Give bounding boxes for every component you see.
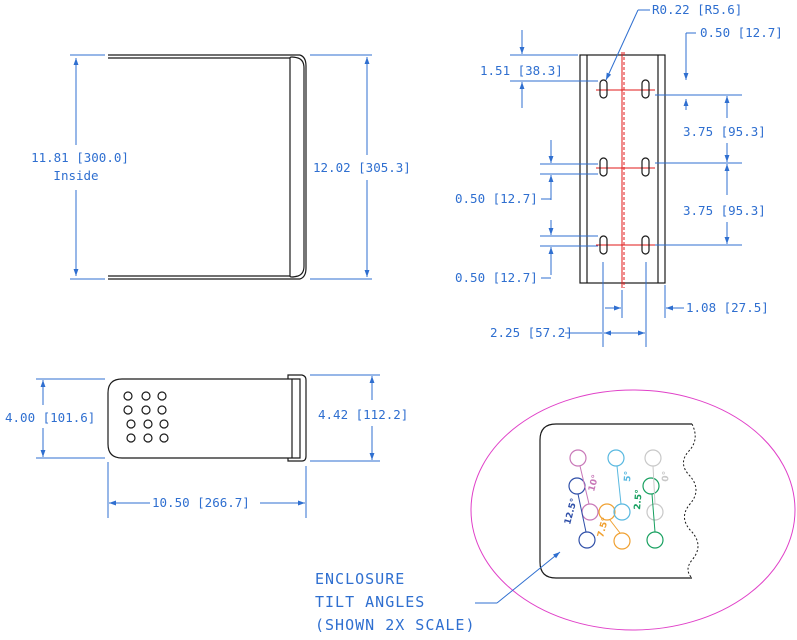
hole-2-5-bottom: [646, 531, 664, 549]
spacing-2-label: 3.75 [95.3]: [683, 203, 766, 218]
slot: [641, 157, 650, 177]
hole-7-5-bottom: [613, 532, 631, 550]
angle-0-label: 0°: [661, 471, 672, 483]
inside-height-label: 11.81 [300.0]: [31, 150, 129, 165]
angle-5-label: 5°: [623, 471, 634, 483]
angle-2-5-label: 2.5°: [633, 489, 645, 510]
slot: [599, 157, 608, 177]
slot-spacing-label: 2.25 [57.2]: [490, 325, 573, 340]
top-length-dimension: 10.50 [266.7]: [107, 462, 307, 518]
inside-note-label: Inside: [53, 168, 98, 183]
hole-5-bottom: [613, 503, 631, 521]
slot-spacing-horizontal-dimension: 2.25 [57.2]: [490, 262, 647, 347]
hole-0-top: [644, 449, 662, 467]
slot: [641, 235, 650, 255]
slot-radius-callout: R0.22 [R5.6]: [605, 2, 742, 81]
mounting-slots: [599, 79, 650, 255]
vent-hole: [159, 419, 169, 429]
hole-2-5-top: [642, 477, 660, 495]
vent-hole: [143, 419, 153, 429]
detail-bracket-outline: [539, 423, 692, 579]
vent-hole: [159, 433, 169, 443]
edge-offset-dimension: 1.08 [27.5]: [605, 285, 769, 318]
vent-hole: [157, 405, 167, 415]
centerlines: [596, 52, 655, 288]
top-view-outline: [107, 374, 307, 462]
top-left-offset-dimension: 1.51 [38.3]: [480, 30, 598, 108]
outside-height-dimension: 12.02 [305.3]: [310, 54, 411, 280]
angle-7-5-label: 7.5°: [596, 516, 611, 538]
hole-0-bottom: [646, 503, 664, 521]
vent-hole: [123, 391, 133, 401]
top-length-label: 10.50 [266.7]: [152, 495, 250, 510]
vent-hole: [126, 433, 136, 443]
top-left-height-dimension: 4.00 [101.6]: [5, 378, 105, 459]
inside-height-dimension: 11.81 [300.0] Inside: [31, 54, 129, 280]
top-right-height-dimension: 4.42 [112.2]: [310, 374, 408, 462]
vent-hole: [141, 405, 151, 415]
slot: [599, 79, 608, 99]
slot-length-2-label: 0.50 [12.7]: [455, 270, 538, 285]
vent-holes: [123, 391, 169, 443]
slot: [641, 79, 650, 99]
hole-10-bottom: [581, 503, 599, 521]
spacing-1-label: 3.75 [95.3]: [683, 124, 766, 139]
top-left-height-label: 4.00 [101.6]: [5, 410, 95, 425]
top-offset-right-label: 0.50 [12.7]: [700, 25, 783, 40]
outside-height-label: 12.02 [305.3]: [313, 160, 411, 175]
detail-label-line2: TILT ANGLES: [315, 593, 425, 611]
slot-radius-label: R0.22 [R5.6]: [652, 2, 742, 17]
detail-label-line1: ENCLOSURE: [315, 570, 405, 588]
vent-hole: [141, 391, 151, 401]
vent-hole: [126, 419, 136, 429]
slot-length-dimension-1: 0.50 [12.7]: [455, 140, 598, 206]
hole-12-5-top: [568, 477, 586, 495]
hole-7-5-top: [598, 503, 616, 521]
front-view: 11.81 [300.0] Inside 12.02 [305.3]: [31, 54, 411, 280]
front-view-outline: [108, 54, 307, 280]
top-right-offset-dimension: 0.50 [12.7]: [683, 25, 783, 110]
vent-hole: [143, 433, 153, 443]
side-view: R0.22 [R5.6] 0.50 [12.7] 1.51 [38.3]: [455, 2, 783, 347]
detail-break-line: [683, 423, 699, 579]
angle-12-5-label: 12.5°: [563, 497, 580, 525]
detail-label-line3: (SHOWN 2X SCALE): [315, 616, 476, 634]
top-right-height-label: 4.42 [112.2]: [318, 407, 408, 422]
edge-offset-label: 1.08 [27.5]: [686, 300, 769, 315]
hole-12-5-bottom: [578, 531, 596, 549]
tilt-detail: 12.5° 10° 7.5° 5° 2.5° 0° ENCLOSURE TILT…: [315, 389, 796, 634]
vent-hole: [123, 405, 133, 415]
slot-spacing-dimensions: 3.75 [95.3] 3.75 [95.3]: [655, 94, 766, 246]
top-offset-left-label: 1.51 [38.3]: [480, 63, 563, 78]
angle-10-label: 10°: [587, 474, 601, 493]
top-view: 4.00 [101.6] 4.42 [112.2] 10.50 [266.7]: [5, 374, 408, 518]
hole-5-top: [607, 449, 625, 467]
detail-boundary: [470, 389, 796, 631]
slot-length-dimension-2: 0.50 [12.7]: [455, 220, 598, 285]
vent-hole: [157, 391, 167, 401]
slot: [599, 235, 608, 255]
slot-length-1-label: 0.50 [12.7]: [455, 191, 538, 206]
hole-10-top: [569, 449, 587, 467]
